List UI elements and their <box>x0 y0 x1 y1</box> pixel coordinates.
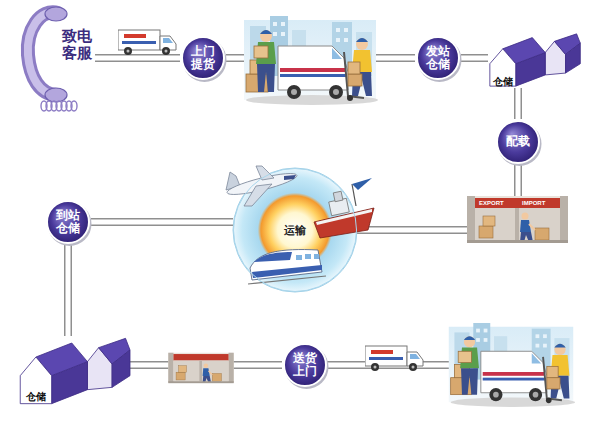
circle-outline-part <box>234 169 357 292</box>
circle-outline-part <box>497 121 539 163</box>
warehouse: 仓储 <box>488 32 580 88</box>
flow-connector <box>518 88 519 119</box>
circle-outline-part <box>285 345 329 389</box>
ship-part <box>352 178 372 190</box>
step-circle: 上门提货 <box>180 35 226 81</box>
sign-text: EXPORT <box>479 200 504 206</box>
flow-connector <box>91 222 233 223</box>
airplane-part <box>284 175 296 180</box>
train-part <box>254 252 292 262</box>
airplane-part <box>244 184 272 206</box>
connector-rail <box>514 88 522 119</box>
phone-handset <box>28 7 67 102</box>
train-part <box>250 250 322 280</box>
truck-top <box>118 30 176 55</box>
hotline-node: 致电客服 <box>59 25 95 66</box>
label-anchor: IMPORT <box>522 200 545 206</box>
circle-outline-part <box>183 38 227 82</box>
phone-cord-part <box>71 101 77 111</box>
gate-small <box>168 353 233 383</box>
connector-gap <box>461 56 488 61</box>
sign-text: IMPORT <box>522 200 545 206</box>
phone-cord <box>41 101 77 111</box>
step-circle: 配载 <box>495 119 541 165</box>
connector-rail <box>91 218 233 226</box>
train-part-part <box>296 255 302 260</box>
train-part <box>296 254 319 260</box>
connector-gap <box>91 220 233 225</box>
connector-gap <box>516 88 521 119</box>
step-circle: 发站仓储 <box>415 35 461 81</box>
step-label: 发站仓储 <box>426 45 450 71</box>
ship-part <box>333 191 343 201</box>
train-part-part <box>305 254 311 259</box>
warehouse-outline-part <box>112 350 130 387</box>
warehouse-outline-part <box>566 43 581 73</box>
delivery-scene <box>449 323 575 407</box>
step-circle: 送货上门 <box>282 342 328 388</box>
transport-circle: 运输 <box>233 168 357 292</box>
train-part <box>252 265 322 278</box>
flow-connector <box>95 58 180 59</box>
connector-rail <box>64 245 72 336</box>
ship <box>314 178 374 238</box>
warehouse-label: 仓储 <box>493 76 513 87</box>
phone-handset-part <box>45 88 67 102</box>
step-label: 上门提货 <box>191 45 215 71</box>
export-import-gate <box>467 196 568 243</box>
warehouse: 仓储 <box>18 336 130 406</box>
connector-gap <box>95 56 180 61</box>
phone-handset-part <box>28 12 58 95</box>
step-label: 到站仓储 <box>56 209 80 235</box>
train <box>248 250 326 284</box>
flow-connector <box>68 245 69 336</box>
truck-bottom <box>365 346 423 371</box>
step-circle: 到站仓储 <box>45 199 91 245</box>
train-part-part <box>314 254 319 259</box>
circle-outline-part <box>182 37 224 79</box>
warehouse-outline-part <box>20 357 51 404</box>
circle-outline-part <box>284 344 326 386</box>
step-label: 致电客服 <box>62 28 92 63</box>
label-anchor: EXPORT <box>479 200 504 206</box>
circle-outline-part <box>418 38 462 82</box>
phone-handset-part <box>28 12 58 95</box>
loading-scene <box>244 16 378 105</box>
circle-outline-part <box>498 122 542 166</box>
phone-handset-part <box>45 7 67 21</box>
circle-outline-part <box>47 201 89 243</box>
flow-connector <box>461 58 488 59</box>
connector-rail <box>95 54 180 62</box>
step-label: 送货上门 <box>293 352 317 378</box>
connector-gap <box>66 245 71 336</box>
airplane <box>226 166 299 206</box>
warehouse-label: 仓储 <box>26 391 46 402</box>
step-label: 运输 <box>284 223 306 238</box>
step-label: 配载 <box>506 135 530 148</box>
circle-outline-part <box>48 202 92 246</box>
connector-rail <box>461 54 488 62</box>
circle-outline-part <box>417 37 459 79</box>
